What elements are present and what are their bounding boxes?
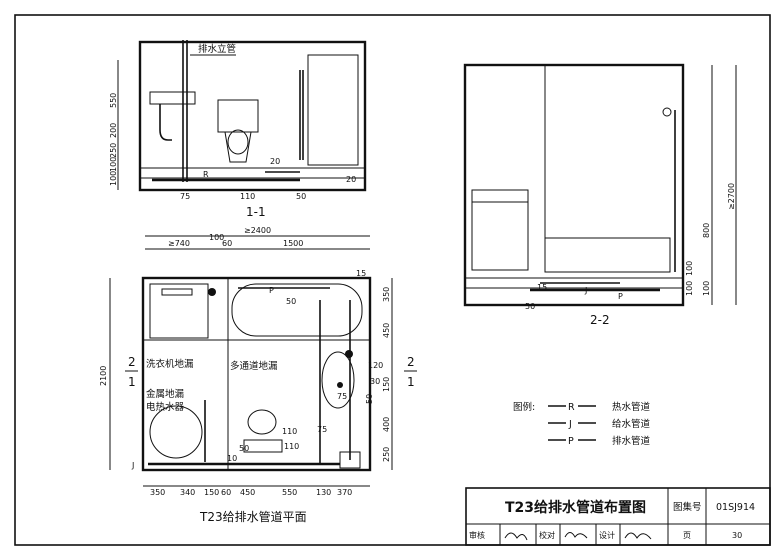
- dim-800: 800: [702, 223, 711, 238]
- svg-text:350: 350: [382, 287, 391, 302]
- atlas-label: 图集号: [673, 501, 702, 513]
- sheet-border: [14, 14, 771, 546]
- dim-20a: 20: [270, 157, 280, 166]
- plan-75a: 75: [337, 392, 347, 401]
- svg-text:100: 100: [685, 261, 694, 276]
- left-dims-1-1: 550 200 250 100 100: [109, 93, 118, 186]
- plan-110a: 110: [282, 427, 297, 436]
- svg-text:1: 1: [128, 375, 136, 389]
- svg-text:550: 550: [282, 488, 297, 497]
- svg-text:340: 340: [180, 488, 195, 497]
- section-1-1: 排水立管 R 20 20 75 110 50 550 200 250 100 1…: [109, 40, 367, 219]
- svg-text:450: 450: [382, 323, 391, 338]
- svg-text:热水管道: 热水管道: [612, 401, 651, 413]
- plan-p: P: [269, 286, 274, 295]
- plan-right-dims: 350 450 120 150 400 250 30 50: [365, 287, 391, 462]
- svg-text:120: 120: [368, 361, 383, 370]
- svg-text:200: 200: [109, 123, 118, 138]
- plan-110b: 110: [284, 442, 299, 451]
- svg-text:130: 130: [316, 488, 331, 497]
- svg-text:P: P: [568, 436, 574, 447]
- legend-title: 图例:: [513, 401, 535, 413]
- svg-text:给水管道: 给水管道: [612, 418, 651, 430]
- multi-drain-label: 多通道地漏: [230, 360, 278, 372]
- svg-text:R: R: [568, 402, 575, 413]
- heater-label: 电热水器: [146, 401, 185, 413]
- legend-item-hot: R 热水管道: [548, 399, 651, 413]
- legend-item-supply: J 给水管道: [548, 416, 651, 430]
- dim-50: 50: [525, 302, 535, 311]
- dim-110: 110: [240, 192, 255, 201]
- svg-text:250: 250: [382, 447, 391, 462]
- check-label: 校对: [539, 530, 555, 540]
- top-total: ≥2400: [244, 226, 271, 235]
- dim-50: 50: [296, 192, 306, 201]
- svg-text:J: J: [568, 419, 572, 430]
- svg-text:450: 450: [240, 488, 255, 497]
- svg-text:400: 400: [382, 417, 391, 432]
- svg-text:30: 30: [370, 377, 380, 386]
- plan-15: 15: [356, 269, 366, 278]
- svg-text:250: 250: [109, 143, 118, 158]
- plan-j: J: [131, 461, 134, 470]
- legend: 图例: R 热水管道 J 给水管道 P 排水管道: [513, 399, 651, 447]
- svg-text:100: 100: [685, 281, 694, 296]
- plan-75b: 75: [317, 425, 327, 434]
- pipe-r-label: R: [203, 170, 209, 179]
- right-dims-2-2: 100 100 100: [685, 261, 711, 296]
- atlas-no: 01SJ914: [716, 502, 755, 513]
- legend-item-drain: P 排水管道: [548, 433, 651, 447]
- svg-text:370: 370: [337, 488, 352, 497]
- svg-text:2: 2: [407, 355, 415, 369]
- svg-text:350: 350: [150, 488, 165, 497]
- section-2-2-title: 2-2: [590, 313, 610, 327]
- plan-50a: 50: [286, 297, 296, 306]
- svg-text:2: 2: [128, 355, 136, 369]
- drawing-title: T23给排水管道布置图: [505, 499, 646, 516]
- page-no: 30: [732, 531, 742, 540]
- review-signature: [504, 532, 528, 541]
- svg-text:550: 550: [109, 93, 118, 108]
- title-block: T23给排水管道布置图 图集号 01SJ914 审核 校对 设计 页 30: [465, 487, 771, 546]
- top-dims: ≥740 100 60 1500: [168, 233, 303, 248]
- svg-text:60: 60: [222, 239, 232, 248]
- pipe-j-label: J: [584, 286, 587, 295]
- check-signature: [564, 532, 588, 539]
- dim-15: 15: [537, 283, 547, 292]
- plan-10: 10: [227, 454, 237, 463]
- riser-label: 排水立管: [198, 43, 236, 55]
- page-label: 页: [683, 531, 691, 540]
- svg-text:1: 1: [407, 375, 415, 389]
- metal-drain-label: 金属地漏: [146, 388, 184, 400]
- svg-text:150: 150: [204, 488, 219, 497]
- design-label: 设计: [599, 530, 615, 540]
- svg-text:60: 60: [221, 488, 231, 497]
- dim-20b: 20: [346, 175, 356, 184]
- svg-text:100: 100: [109, 157, 118, 172]
- design-signature: [624, 532, 652, 540]
- dim-75: 75: [180, 192, 190, 201]
- pipe-p-label: P: [618, 292, 623, 301]
- washer-drain-label: 洗衣机地漏: [146, 358, 194, 370]
- plan-50b: 50: [239, 444, 249, 453]
- left-total: 2100: [99, 366, 108, 386]
- svg-text:1500: 1500: [283, 239, 303, 248]
- section-1-1-title: 1-1: [246, 205, 266, 219]
- svg-text:50: 50: [365, 394, 374, 404]
- svg-text:150: 150: [382, 377, 391, 392]
- section-2-2: J P 15 50 ≥2700 800 100 100 100 2-2: [463, 63, 737, 327]
- svg-text:100: 100: [702, 281, 711, 296]
- svg-text:100: 100: [109, 171, 118, 186]
- plan-section-marks: 2 1 2 1: [128, 355, 415, 389]
- svg-text:≥740: ≥740: [168, 239, 190, 248]
- svg-text:排水管道: 排水管道: [612, 435, 651, 447]
- svg-text:100: 100: [209, 233, 224, 242]
- dim-2700: ≥2700: [727, 183, 736, 210]
- plan-view: ≥2400 ≥740 100 60 1500 15 P 50 75 75 110…: [99, 226, 417, 524]
- plan-bottom-dims: 350 340 150 60 450 550 130 370: [150, 488, 352, 497]
- plan-title: T23给排水管道平面: [199, 509, 307, 524]
- review-label: 审核: [469, 530, 485, 540]
